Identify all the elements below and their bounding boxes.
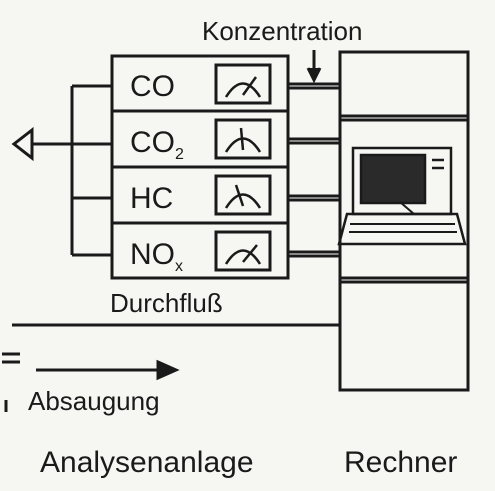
exhaust-label: Absaugung <box>28 386 160 416</box>
gauge-icon <box>214 230 272 272</box>
open-arrowhead-icon <box>11 126 34 162</box>
flow-label: Durchfluß <box>110 288 223 318</box>
computer-terminal-icon <box>337 146 467 246</box>
analyzer-label: CO2 <box>130 126 184 163</box>
concentration-label: Konzentration <box>202 16 362 46</box>
computer-caption: Rechner <box>344 446 457 479</box>
analyzer-label: CO <box>130 70 175 103</box>
analyzer-label: HC <box>130 182 173 215</box>
arrow-right-icon <box>156 359 180 381</box>
gauge-icon <box>214 118 272 160</box>
gauge-icon <box>214 174 272 216</box>
analyzer-label: NOx <box>130 238 183 275</box>
gauge-icon <box>214 63 272 105</box>
arrow-down-icon <box>306 67 322 84</box>
analyzer-unit-caption: Analysenanlage <box>40 446 254 479</box>
computer-cabinet <box>338 50 470 392</box>
